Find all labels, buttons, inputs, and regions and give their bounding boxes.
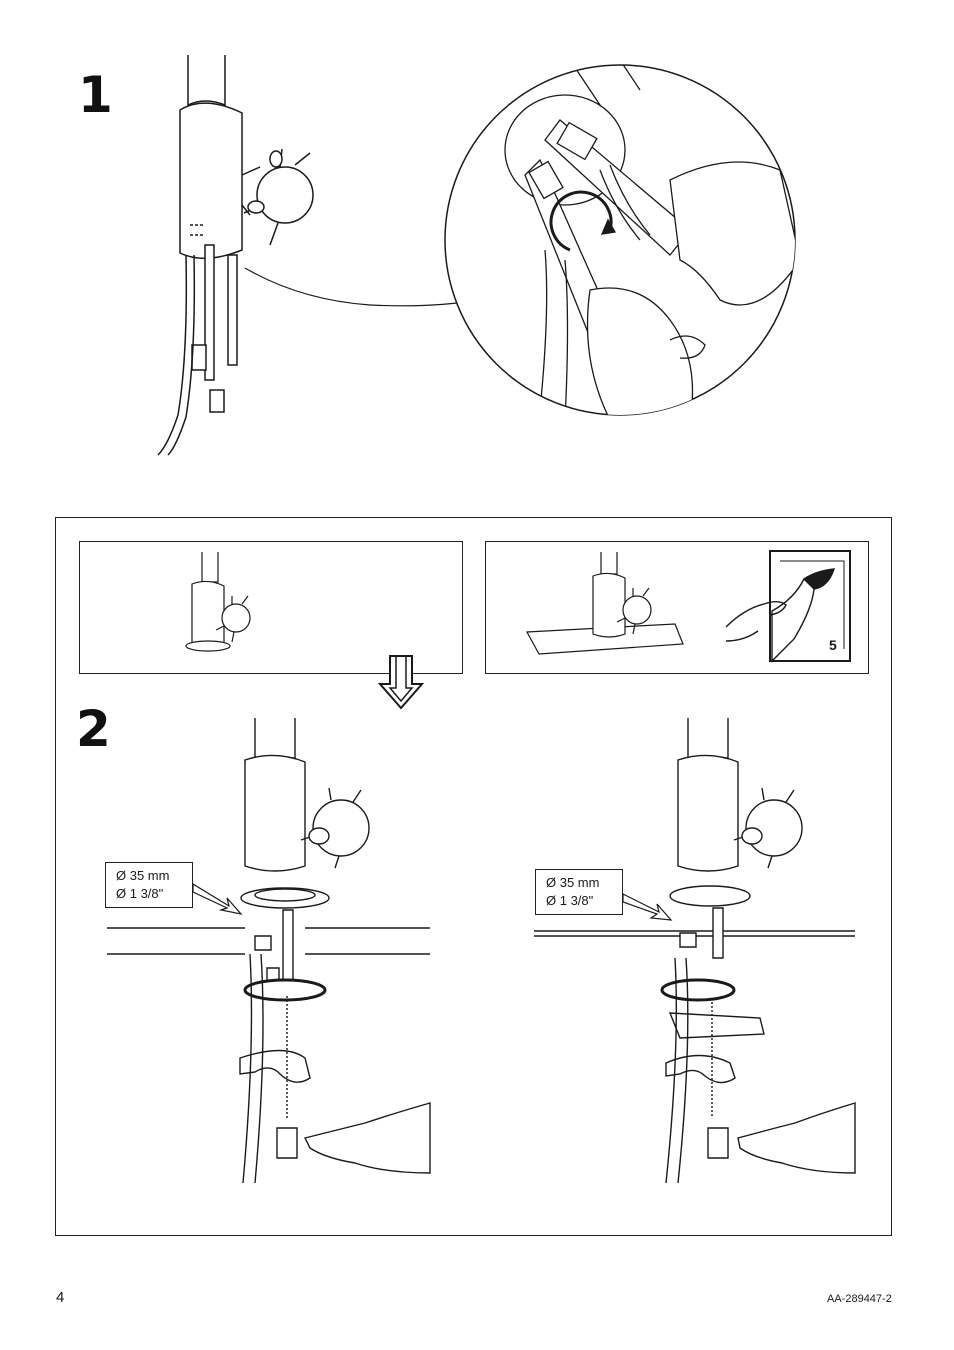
step2-right-assembly [530, 718, 860, 1188]
inset-panel-left [79, 541, 463, 674]
step2-left-assembly [105, 718, 435, 1188]
down-arrow-icon [378, 656, 424, 710]
dimension-metric-right: Ø 35 mm [546, 874, 622, 892]
see-page-number: 5 [829, 637, 837, 653]
dimension-pointer-left [193, 880, 243, 920]
page-number: 4 [56, 1289, 64, 1306]
document-code: AA-289447-2 [827, 1293, 892, 1305]
inset-faucet-with-plate [525, 552, 690, 660]
step-2-number: 2 [76, 704, 109, 754]
inset-faucet-plain [180, 552, 270, 657]
dimension-metric-left: Ø 35 mm [116, 867, 192, 885]
dimension-imperial-right: Ø 1 3/8" [546, 892, 622, 910]
dimension-box-left: Ø 35 mm Ø 1 3/8" [105, 862, 193, 908]
dimension-box-right: Ø 35 mm Ø 1 3/8" [535, 869, 623, 915]
zoom-detail-illustration [440, 60, 800, 460]
step1-handle-illustration [240, 145, 320, 255]
step-1-number: 1 [78, 70, 111, 120]
dimension-pointer-right [623, 890, 673, 930]
dimension-imperial-left: Ø 1 3/8" [116, 885, 192, 903]
step1-faucet-illustration [150, 55, 260, 455]
